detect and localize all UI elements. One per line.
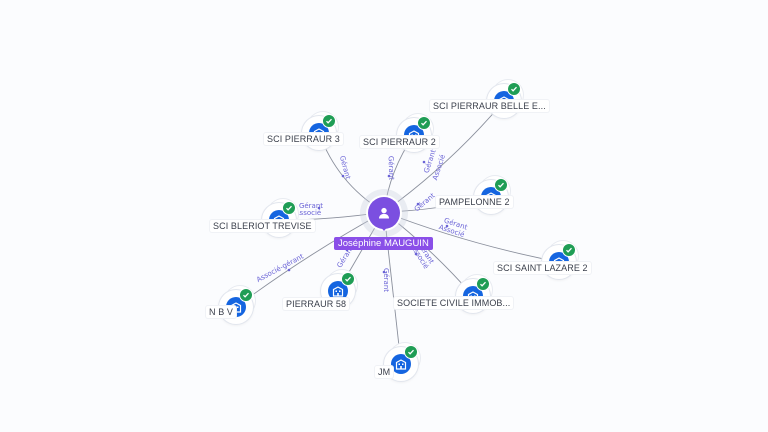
company-label-pampelonne-2[interactable]: PAMPELONNE 2 [436,196,513,208]
company-label-n-b-v[interactable]: N B V [206,306,237,318]
company-label-sci-saint-lazare-2[interactable]: SCI SAINT LAZARE 2 [494,262,591,274]
verified-check-icon [562,243,576,257]
company-label-sci-pierraur-2[interactable]: SCI PIERRAUR 2 [360,136,439,148]
company-label-pierraur-58[interactable]: PIERRAUR 58 [283,298,350,310]
center-person-label[interactable]: Joséphine MAUGUIN [334,237,433,250]
company-label-sci-pierraur-belle[interactable]: SCI PIERRAUR BELLE E... [430,100,549,112]
verified-check-icon [494,178,508,192]
edge-arrow-pampelonne-2 [416,202,420,206]
edge-sci-saint-lazare-2 [383,211,560,263]
edge-label-n-b-v: Associé-gérant [255,252,305,284]
edge-label-pampelonne-2: Gérant [413,192,437,214]
edge-label-sci-pierraur-2: Gérant [387,156,396,181]
company-label-jm[interactable]: JM [375,366,394,378]
company-label-sci-bleriot-trevise[interactable]: SCI BLERIOT TREVISE [210,220,315,232]
company-building-icon [391,354,411,374]
verified-check-icon [322,114,336,128]
company-node-pierraur-58[interactable] [321,270,357,308]
verified-check-icon [239,288,253,302]
company-building-icon [328,281,348,301]
edge-arrow-sci-pierraur-belle [422,160,426,164]
edge-label2-sci-bleriot-trevise: Associé [295,209,321,217]
edge-label-jm: Gérant [382,268,390,292]
verified-check-icon [507,82,521,96]
edge-arrow-sci-bleriot-trevise [317,206,321,210]
edge-arrow-jm [382,270,386,274]
person-icon [368,197,400,229]
verified-check-icon [476,277,490,291]
edge-arrow-sci-saint-lazare-2 [445,224,449,228]
company-label-societe-civile-immob[interactable]: SOCIETE CIVILE IMMOB... [394,297,514,309]
verified-check-icon [404,345,418,359]
edge-arrow-sci-pierraur-2 [387,174,391,178]
pin-tip [379,225,389,231]
edge-label-sci-pierraur-3: Gérant [338,155,352,181]
edge-arrow-n-b-v [287,268,291,272]
center-person-node[interactable] [360,189,408,237]
company-label-sci-pierraur-3[interactable]: SCI PIERRAUR 3 [264,133,343,145]
verified-check-icon [282,201,296,215]
edge-label-sci-bleriot-trevise: Gérant [299,202,323,210]
edge-arrow-societe-civile-immob [414,252,418,256]
verified-check-icon [417,116,431,130]
edge-arrow-sci-pierraur-3 [341,174,345,178]
edge-sci-pierraur-belle [383,100,505,213]
verified-check-icon [341,272,355,286]
